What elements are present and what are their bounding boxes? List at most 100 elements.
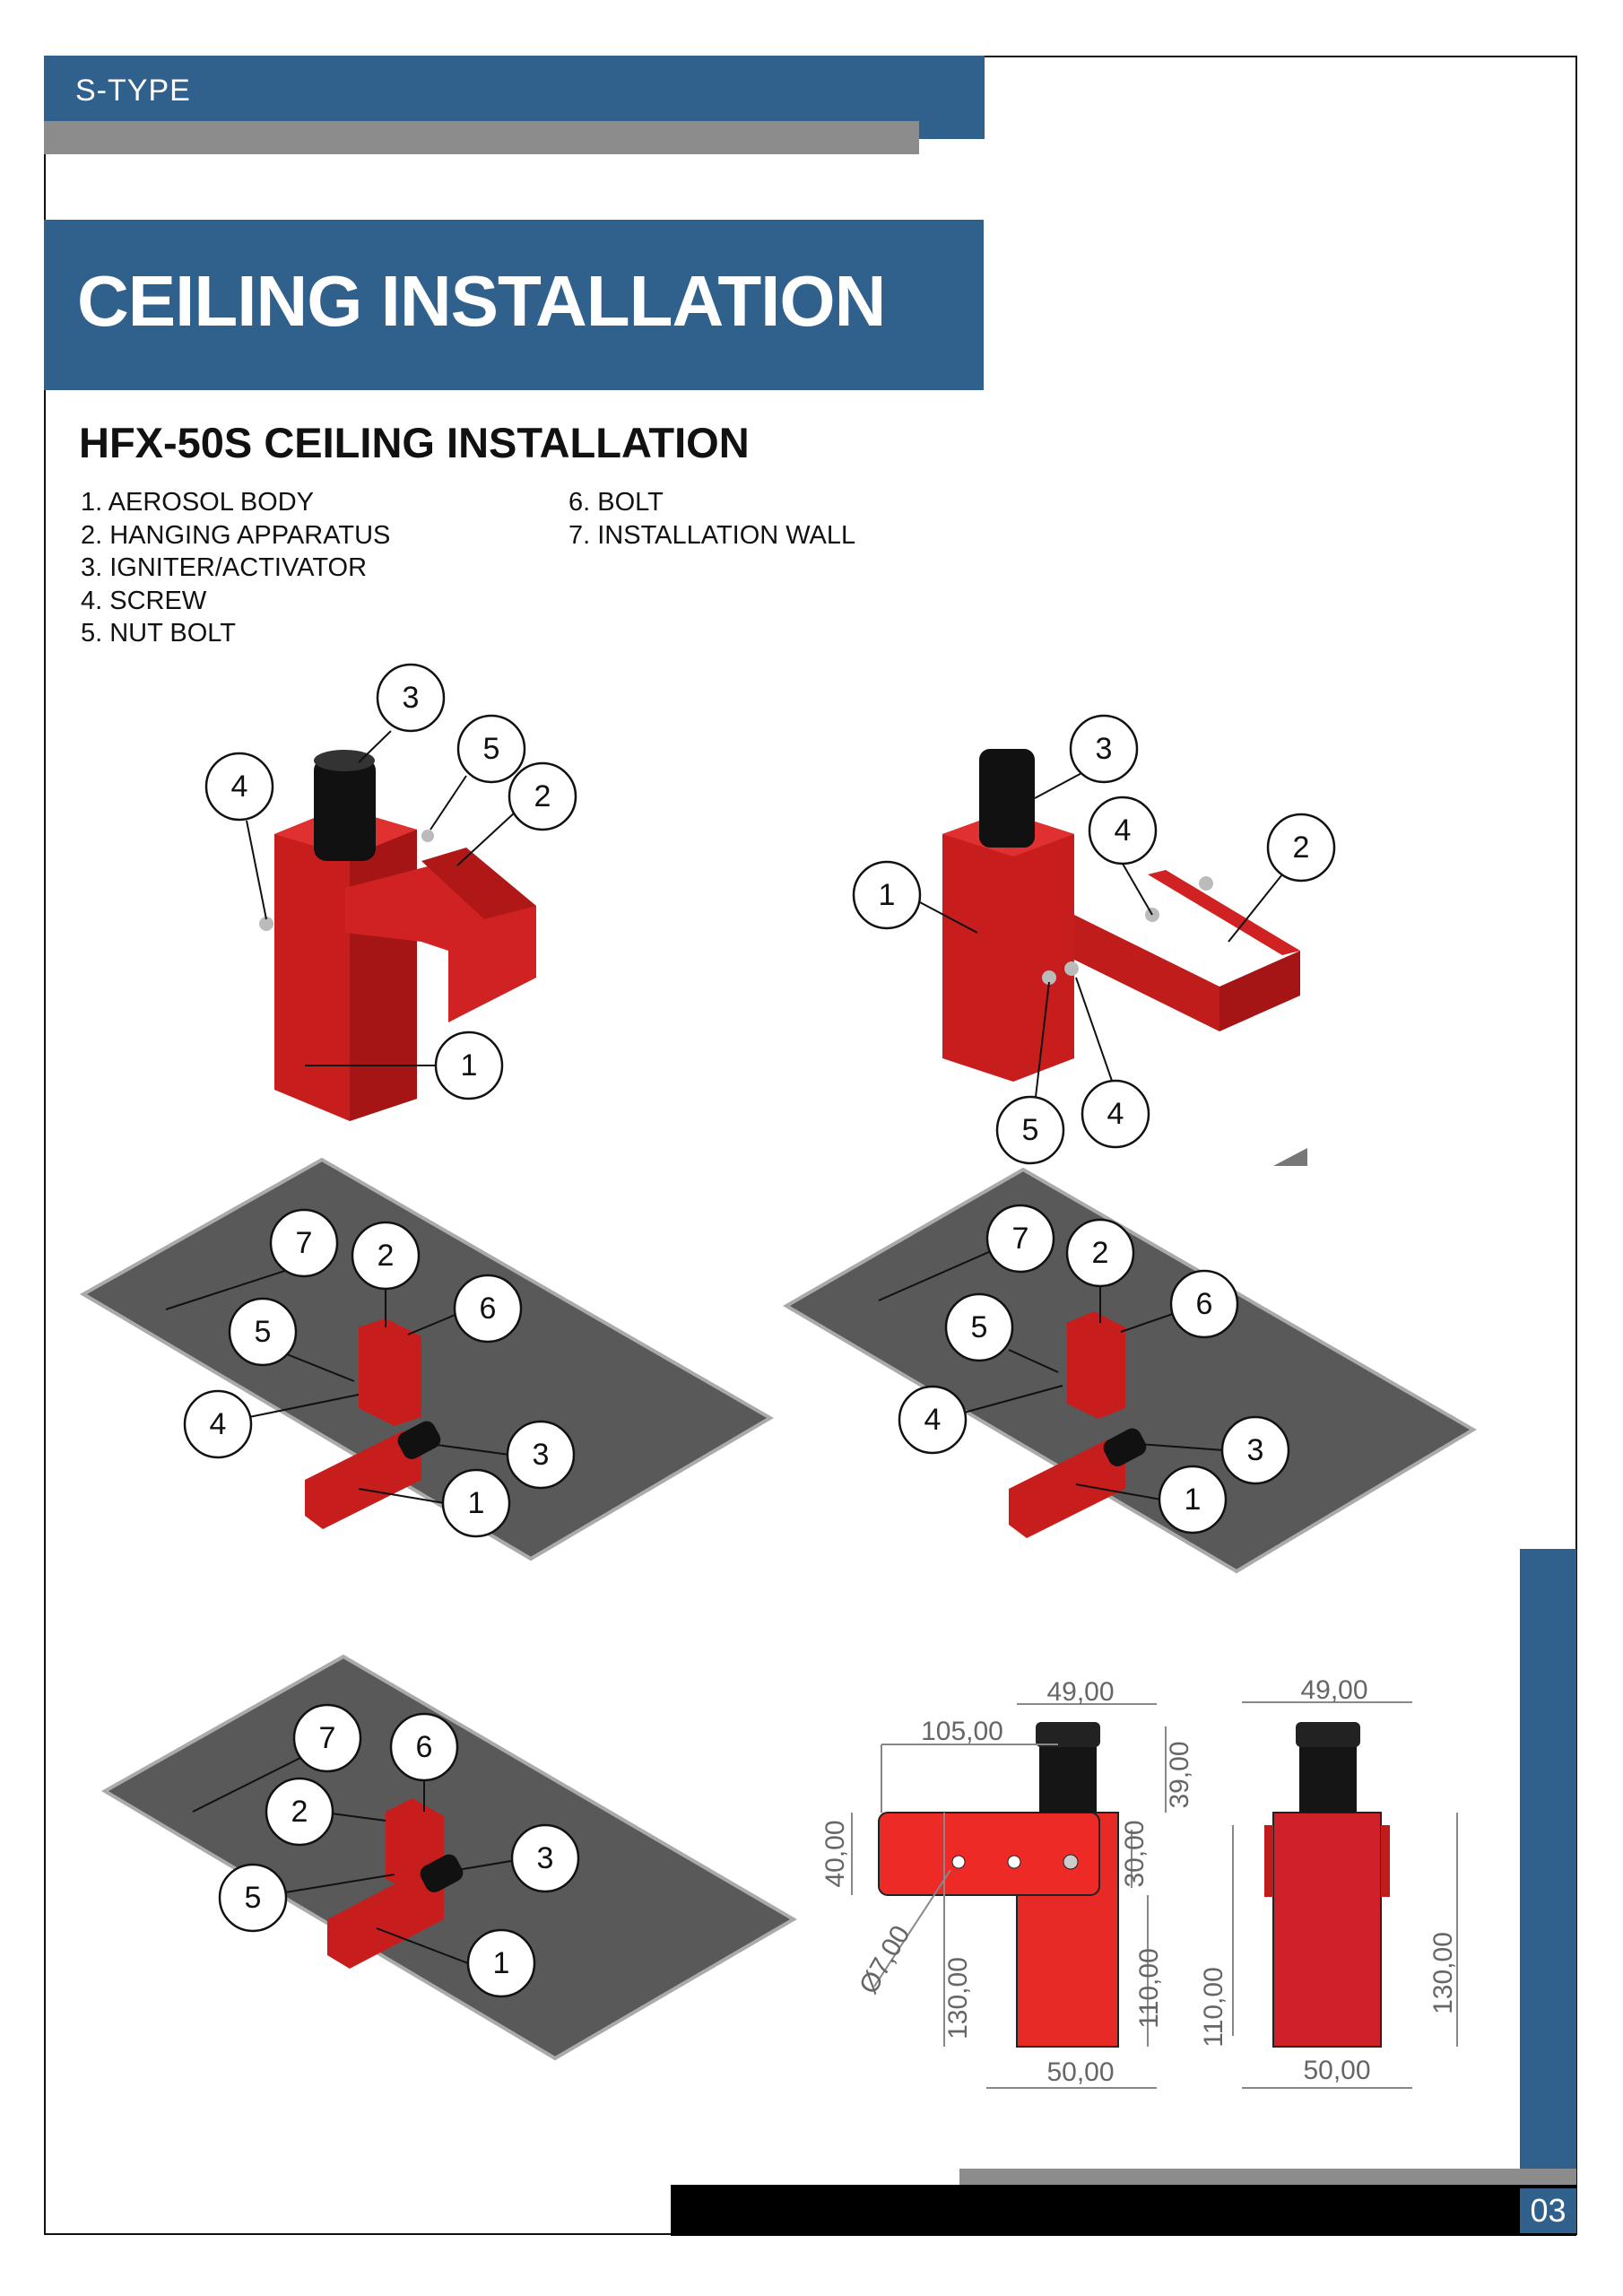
dimension-label: 49,00 [1046,1677,1114,1707]
callout: 7 [985,1204,1055,1274]
svg-text:6: 6 [1196,1287,1213,1321]
callout: 7 [269,1208,339,1278]
callout: 1 [852,860,922,930]
callout: 3 [1220,1415,1290,1485]
dimension-label: 40,00 [820,1820,850,1887]
figure-ceiling-mount-final: 7 6 2 3 5 1 [101,1654,797,2061]
type-banner-underline [44,121,919,154]
callout: 3 [510,1823,580,1893]
dimension-drawing-front: 49,00 105,00 39,00 40,00 30,00 Ø7,00 130… [820,1677,1194,2089]
figure-ceiling-mount-step2: 7 2 6 5 4 3 1 [783,1167,1477,1574]
callout: 4 [183,1389,253,1459]
svg-text:3: 3 [537,1841,554,1875]
callout: 1 [441,1468,511,1538]
svg-text:4: 4 [1107,1097,1124,1131]
callout: 7 [292,1703,362,1773]
svg-text:7: 7 [296,1226,313,1260]
dimension-label: 50,00 [1046,2057,1114,2087]
callout: 5 [944,1292,1014,1362]
svg-text:2: 2 [378,1239,395,1273]
callout: 5 [218,1863,288,1933]
footer-black-bar [671,2185,1576,2236]
dimension-drawing-side: 49,00 110,00 130,00 50,00 [1199,1675,1458,2089]
svg-text:1: 1 [468,1486,485,1520]
svg-text:3: 3 [1096,732,1113,766]
svg-text:2: 2 [1293,831,1310,865]
svg-text:6: 6 [480,1292,497,1326]
figure-ceiling-mount-step1: 7 2 6 5 4 3 1 [80,1157,774,1561]
dimension-label: 130,00 [1428,1932,1458,2014]
svg-text:2: 2 [1092,1236,1109,1270]
page-title: CEILING INSTALLATION [77,261,886,341]
part-item: 7. INSTALLATION WALL [568,520,856,550]
svg-text:2: 2 [291,1795,308,1829]
callout: 5 [456,714,526,784]
parts-list-col1: 1. AEROSOL BODY 2. HANGING APPARATUS 3. … [81,486,390,650]
callout: 4 [204,752,274,822]
callout: 2 [351,1221,421,1291]
callout: 5 [995,1095,1065,1165]
dimension-label: 49,00 [1300,1675,1367,1705]
part-item: 2. HANGING APPARATUS [81,520,391,550]
callout: 1 [434,1031,504,1100]
part-item: 4. SCREW [81,586,207,615]
callout: 2 [508,761,577,831]
callout: 6 [453,1274,523,1344]
dimension-label: 130,00 [943,1957,973,2039]
svg-text:5: 5 [245,1881,262,1915]
title-banner [44,220,984,390]
type-label: S-TYPE [75,74,191,108]
page-number: 03 [1520,2188,1576,2233]
figure-exploded-view: 3 1 4 2 4 5 [852,714,1336,1166]
callout: 1 [1158,1465,1228,1535]
dimension-label: 105,00 [921,1717,1003,1746]
callout: 6 [389,1712,459,1782]
svg-text:1: 1 [879,878,896,912]
svg-text:3: 3 [1247,1433,1264,1467]
svg-text:4: 4 [1115,813,1132,848]
svg-text:1: 1 [461,1048,478,1083]
svg-text:5: 5 [971,1310,988,1344]
callout: 4 [1081,1079,1150,1149]
callout: 6 [1169,1269,1239,1339]
parts-list-col2: 6. BOLT 7. INSTALLATION WALL [568,486,855,552]
footer-gray-bar [959,2169,1576,2188]
svg-text:3: 3 [533,1438,550,1472]
svg-text:6: 6 [416,1730,433,1764]
svg-text:1: 1 [1185,1483,1202,1517]
svg-text:4: 4 [924,1403,942,1437]
svg-text:5: 5 [1022,1113,1039,1147]
figure-assembled-view: 3 5 4 2 1 [204,663,577,1121]
dimension-label: 30,00 [1120,1820,1150,1887]
dimension-label: 110,00 [1134,1948,1164,2029]
callout: 3 [506,1420,576,1490]
callout: 2 [1266,813,1336,883]
dimension-label: 50,00 [1303,2056,1370,2085]
callout: 3 [376,663,446,733]
dimension-label: 39,00 [1165,1741,1194,1808]
part-item: 6. BOLT [568,488,664,517]
callout: 4 [1088,796,1158,865]
svg-text:7: 7 [1012,1222,1029,1256]
svg-text:4: 4 [210,1407,227,1441]
callout: 3 [1069,714,1139,784]
part-item: 3. IGNITER/ACTIVATOR [81,553,368,582]
callout: 1 [466,1928,536,1998]
svg-text:7: 7 [319,1721,336,1755]
section-title: HFX-50S CEILING INSTALLATION [79,419,750,466]
part-item: 1. AEROSOL BODY [81,488,315,517]
side-accent-bar [1520,1549,1576,2177]
svg-text:3: 3 [403,681,420,715]
svg-text:2: 2 [534,779,551,813]
dimension-label: Ø7,00 [854,1921,916,1999]
part-item: 5. NUT BOLT [81,619,236,648]
dimension-label: 110,00 [1199,1967,1228,2048]
callout: 4 [898,1385,968,1455]
svg-text:1: 1 [493,1946,510,1980]
callout: 2 [265,1777,334,1847]
svg-text:5: 5 [483,732,500,766]
svg-text:5: 5 [255,1315,272,1349]
callout: 2 [1065,1218,1135,1288]
callout: 5 [228,1297,298,1367]
